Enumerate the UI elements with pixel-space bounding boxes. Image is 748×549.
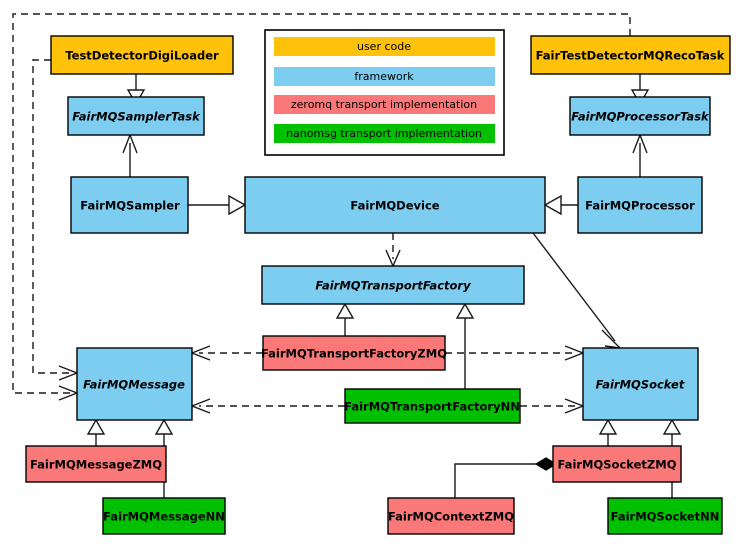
- legend-label-zeromq: zeromq transport implementation: [291, 98, 477, 111]
- node-label-fairtestdetectormqrecotask: FairTestDetectorMQRecoTask: [536, 49, 725, 63]
- legend-swatch-zeromq: [274, 95, 495, 114]
- node-fairmqtransportfactory[interactable]: FairMQTransportFactory: [261, 265, 525, 305]
- legend-swatch-user-code: [274, 37, 495, 56]
- arrowhead-messagezmq-to-message: [86, 418, 106, 435]
- node-fairmqmessage[interactable]: FairMQMessage: [76, 347, 193, 421]
- node-label-fairmqmessage: FairMQMessage: [83, 378, 185, 392]
- node-rect-fairmqsamplertask[interactable]: [67, 96, 205, 136]
- node-rect-testdetectordigiloader[interactable]: [50, 35, 234, 75]
- legend-item-framework: framework: [274, 67, 495, 86]
- node-fairtestdetectormqrecotask[interactable]: FairTestDetectorMQRecoTask: [530, 35, 731, 75]
- node-testdetectordigiloader[interactable]: TestDetectorDigiLoader: [50, 35, 234, 75]
- node-label-fairmqmessagezmq: FairMQMessageZMQ: [30, 458, 162, 472]
- arrowhead-socketzmq-to-socket: [598, 418, 618, 435]
- edge-recotask-to-message: [12, 13, 631, 394]
- arrowhead-sampler-to-device: [228, 194, 247, 216]
- node-label-fairmqtransportfactorynn: FairMQTransportFactoryNN: [344, 400, 520, 414]
- edge-device-to-socket: [532, 232, 616, 342]
- node-fairmqtransportfactorynn[interactable]: FairMQTransportFactoryNN: [344, 388, 521, 424]
- node-rect-fairmqmessage[interactable]: [76, 347, 193, 421]
- node-rect-fairmqprocessortask[interactable]: [569, 96, 711, 136]
- node-rect-fairmqsampler[interactable]: [70, 176, 189, 234]
- node-rect-fairmqtransportfactory[interactable]: [261, 265, 525, 305]
- arrowhead-factoryzmq-to-factory: [335, 302, 355, 319]
- node-rect-fairmqmessagenn[interactable]: [102, 497, 226, 535]
- legend-item-nanomsg: nanomsg transport implementation: [274, 124, 495, 143]
- node-fairmqcontextzmq[interactable]: FairMQContextZMQ: [387, 497, 515, 535]
- node-label-fairmqsocket: FairMQSocket: [596, 378, 685, 392]
- node-rect-fairmqprocessor[interactable]: [577, 176, 703, 234]
- edge-digiloader-to-message: [32, 59, 70, 374]
- node-label-fairmqtransportfactory: FairMQTransportFactory: [315, 279, 471, 293]
- legend-swatch-nanomsg: [274, 124, 495, 143]
- arrowhead-socketnn-to-socket: [662, 418, 682, 435]
- node-layer: TestDetectorDigiLoader FairTestDetectorM…: [25, 35, 731, 535]
- node-label-fairmqtransportfactoryzmq: FairMQTransportFactoryZMQ: [261, 347, 447, 361]
- node-label-fairmqsamplertask: FairMQSamplerTask: [72, 110, 201, 124]
- node-label-testdetectordigiloader: TestDetectorDigiLoader: [65, 49, 219, 63]
- node-fairmqsocketnn[interactable]: FairMQSocketNN: [607, 497, 723, 535]
- legend-label-user-code: user code: [357, 40, 411, 53]
- node-rect-fairmqmessagezmq[interactable]: [25, 445, 167, 483]
- node-rect-fairmqdevice[interactable]: [244, 176, 546, 234]
- legend-item-zeromq: zeromq transport implementation: [274, 95, 495, 114]
- arrowhead-factorynn-to-factory: [455, 302, 475, 319]
- node-fairmqsocket[interactable]: FairMQSocket: [582, 347, 699, 421]
- node-fairmqmessagenn[interactable]: FairMQMessageNN: [102, 497, 226, 535]
- node-label-fairmqmessagenn: FairMQMessageNN: [103, 510, 225, 524]
- legend: user code framework zeromq transport imp…: [264, 29, 505, 156]
- node-label-fairmqcontextzmq: FairMQContextZMQ: [388, 510, 514, 524]
- node-fairmqsampler[interactable]: FairMQSampler: [70, 176, 189, 234]
- node-fairmqtransportfactoryzmq[interactable]: FairMQTransportFactoryZMQ: [261, 335, 447, 371]
- node-label-fairmqprocessortask: FairMQProcessorTask: [571, 110, 710, 124]
- legend-label-nanomsg: nanomsg transport implementation: [286, 127, 482, 140]
- node-label-fairmqsocketnn: FairMQSocketNN: [611, 510, 720, 524]
- legend-item-user-code: user code: [274, 37, 495, 56]
- arrowhead-messagenn-to-message: [154, 418, 174, 435]
- node-label-fairmqdevice: FairMQDevice: [350, 199, 439, 213]
- node-fairmqsamplertask[interactable]: FairMQSamplerTask: [67, 96, 205, 136]
- node-fairmqprocessortask[interactable]: FairMQProcessorTask: [569, 96, 711, 136]
- arrowhead-processor-to-device: [543, 194, 562, 216]
- node-rect-fairmqcontextzmq[interactable]: [387, 497, 515, 535]
- node-rect-fairmqsocketnn[interactable]: [607, 497, 723, 535]
- node-fairmqdevice[interactable]: FairMQDevice: [244, 176, 546, 234]
- node-rect-fairmqtransportfactorynn[interactable]: [344, 388, 521, 424]
- node-label-fairmqsocketzmq: FairMQSocketZMQ: [558, 458, 677, 472]
- node-rect-fairtestdetectormqrecotask[interactable]: [530, 35, 731, 75]
- node-rect-fairmqtransportfactoryzmq[interactable]: [262, 335, 446, 371]
- node-rect-fairmqsocketzmq[interactable]: [552, 445, 682, 483]
- legend-swatch-framework: [274, 67, 495, 86]
- node-rect-fairmqsocket[interactable]: [582, 347, 699, 421]
- node-label-fairmqsampler: FairMQSampler: [80, 199, 180, 213]
- node-fairmqsocketzmq[interactable]: FairMQSocketZMQ: [552, 445, 682, 483]
- node-label-fairmqprocessor: FairMQProcessor: [585, 199, 695, 213]
- legend-label-framework: framework: [354, 70, 414, 83]
- node-fairmqmessagezmq[interactable]: FairMQMessageZMQ: [25, 445, 167, 483]
- node-fairmqprocessor[interactable]: FairMQProcessor: [577, 176, 703, 234]
- edge-contextzmq-to-socketzmq: [454, 463, 540, 498]
